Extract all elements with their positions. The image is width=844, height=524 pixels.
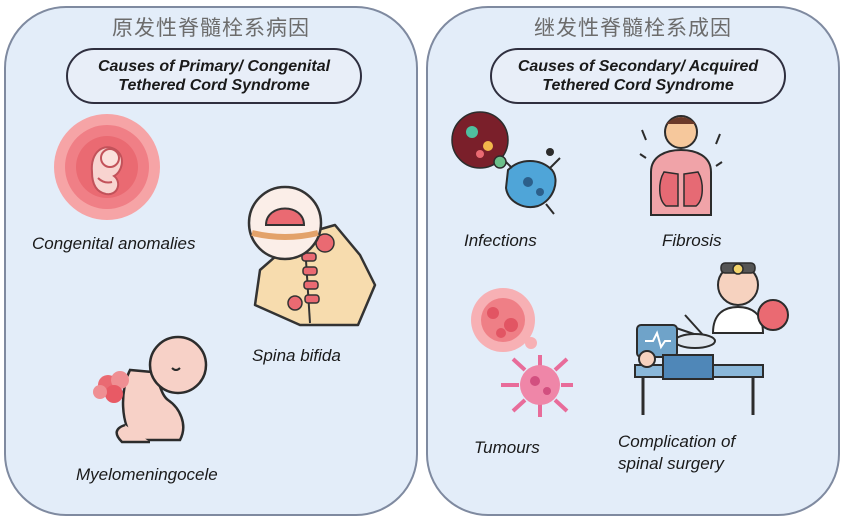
bacteria-virus-icon bbox=[451, 111, 561, 215]
spinal-surgery-label-line1: Complication of bbox=[618, 432, 736, 451]
secondary-header-line1: Causes of Secondary/ Acquired bbox=[517, 58, 759, 75]
infections-label: Infections bbox=[464, 231, 537, 250]
secondary-chinese-title: 继发性脊髓栓系成因 bbox=[534, 16, 732, 40]
spina-bifida-label: Spina bifida bbox=[252, 346, 341, 365]
secondary-causes-panel: 继发性脊髓栓系成因 Causes of Secondary/ Acquired … bbox=[426, 6, 840, 516]
myelomeningocele-label: Myelomeningocele bbox=[76, 465, 218, 484]
secondary-causes-header: Causes of Secondary/ Acquired Tethered C… bbox=[490, 48, 786, 104]
spinal-surgery-label-line2: spinal surgery bbox=[618, 454, 724, 473]
tumours-label: Tumours bbox=[474, 438, 540, 457]
infant-myelomeningocele-icon bbox=[93, 335, 208, 444]
spina-bifida-icon bbox=[247, 185, 377, 327]
fibrosis-label: Fibrosis bbox=[662, 231, 722, 250]
surgeon-operation-icon bbox=[634, 262, 789, 415]
tumour-cells-icon bbox=[471, 288, 573, 417]
lungs-fibrosis-icon bbox=[639, 115, 723, 216]
primary-causes-header: Causes of Primary/ Congenital Tethered C… bbox=[66, 48, 362, 104]
primary-header-line1: Causes of Primary/ Congenital bbox=[97, 58, 331, 75]
congenital-anomalies-label: Congenital anomalies bbox=[32, 234, 196, 253]
primary-header-line2: Tethered Cord Syndrome bbox=[118, 77, 310, 94]
primary-chinese-title: 原发性脊髓栓系病因 bbox=[112, 16, 310, 40]
fetus-icon bbox=[54, 114, 160, 220]
secondary-header-line2: Tethered Cord Syndrome bbox=[542, 77, 734, 94]
